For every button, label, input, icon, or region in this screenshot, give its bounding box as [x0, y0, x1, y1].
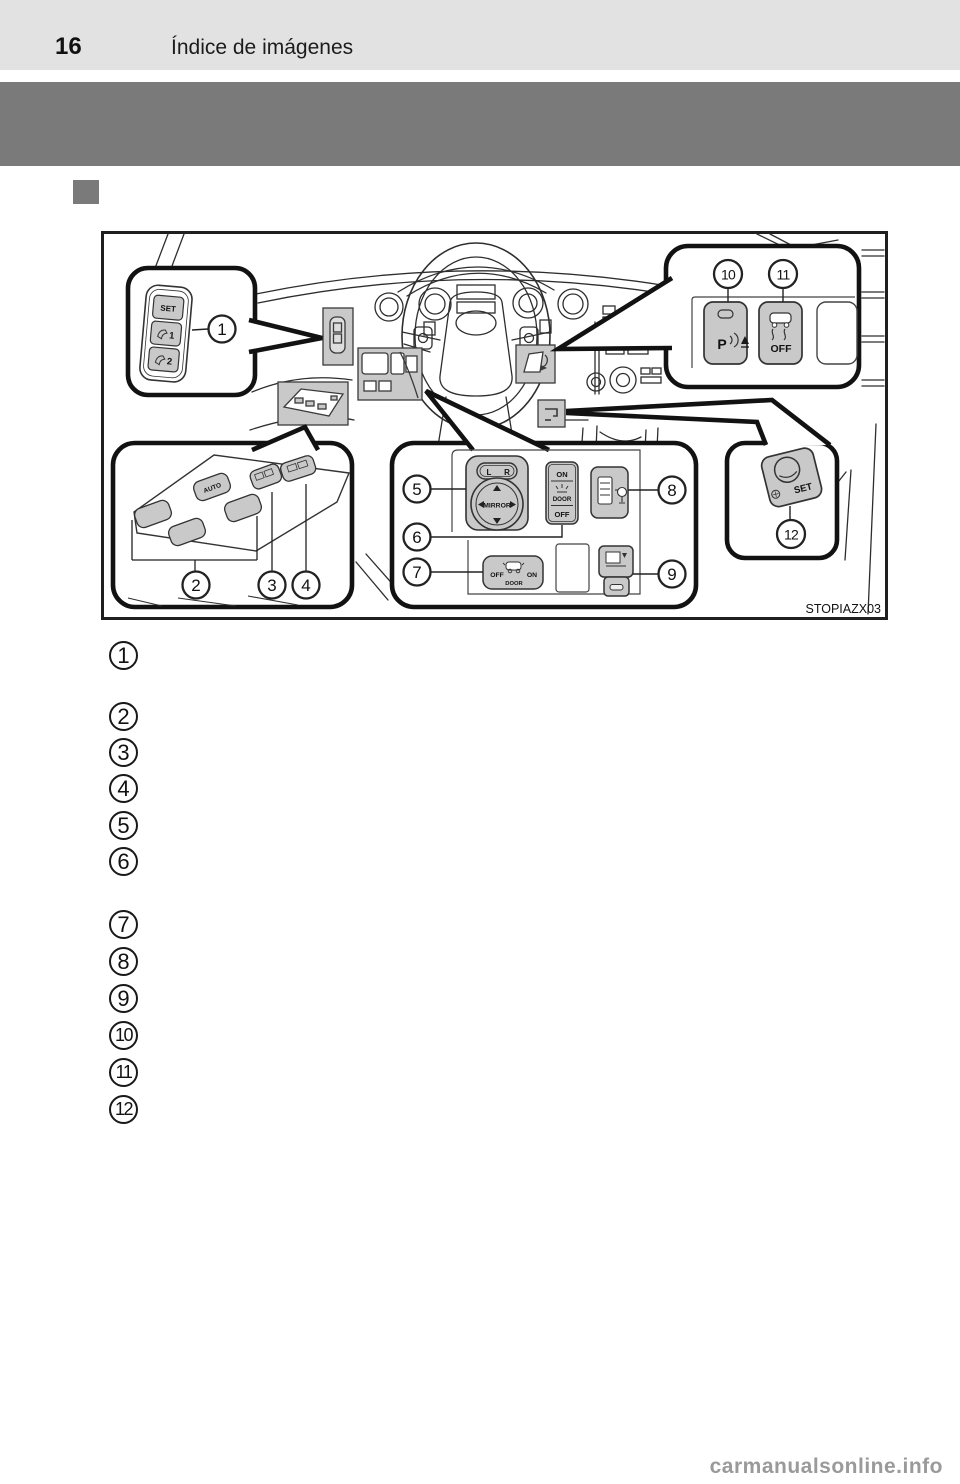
- svg-text:8: 8: [667, 481, 676, 500]
- callout-circle-12: [775, 518, 807, 550]
- power-back-window-switch: [598, 545, 634, 597]
- svg-text:SET: SET: [793, 481, 814, 496]
- seat-memory-set-button: [152, 294, 185, 321]
- hook-switch-box: [537, 399, 566, 428]
- legend-item-3: 3: [109, 738, 138, 767]
- svg-text:11: 11: [777, 267, 791, 283]
- sonar-vsc-panel: P OFF 10 11: [691, 258, 858, 368]
- dashboard-diagram-svg: SET 1 2 1 AUTO: [101, 231, 888, 620]
- svg-text:9: 9: [667, 565, 676, 584]
- callout-circle-4: [291, 570, 321, 600]
- watermark: carmanualsonline.info: [709, 1455, 943, 1478]
- svg-text:SET: SET: [160, 304, 176, 314]
- callout-circle-2: [181, 570, 211, 600]
- callout-circle-10: [712, 258, 744, 290]
- legend-number: 5: [117, 812, 130, 838]
- svg-text:1: 1: [169, 330, 176, 341]
- parking-sonar-button: P: [703, 301, 749, 365]
- svg-text:3: 3: [267, 576, 276, 595]
- svg-text:12: 12: [784, 527, 799, 543]
- power-window-lock-switch: [590, 466, 629, 519]
- legend-item-11: 11: [109, 1058, 138, 1087]
- legend-item-9: 9: [109, 984, 138, 1013]
- svg-text:ON: ON: [556, 470, 567, 479]
- svg-text:10: 10: [721, 267, 736, 283]
- legend-item-5: 5: [109, 811, 138, 840]
- legend-number: 1: [117, 642, 130, 668]
- svg-text:DOOR: DOOR: [553, 496, 572, 503]
- steering-set-panel: SET 12: [760, 447, 823, 550]
- balloon-center-switches: [389, 440, 699, 610]
- svg-text:ON: ON: [527, 572, 537, 579]
- callout-circle-9: [657, 559, 687, 589]
- callout-circle-3: [257, 570, 287, 600]
- dome-light-switch: OFF ON DOOR: [482, 555, 544, 590]
- dashboard-diagram: SET 1 2 1 AUTO: [101, 231, 888, 620]
- window-master-switch: AUTO 2 3 4: [127, 454, 350, 607]
- callout-circle-11: [767, 258, 799, 290]
- svg-text:OFF: OFF: [771, 343, 793, 355]
- instrument-panel-switch-box: [357, 347, 423, 401]
- center-switch-panel: L R MIRROR ON DOOR OFF: [402, 449, 687, 597]
- callout-circle-6: [402, 522, 432, 552]
- headlight-switch: ON DOOR OFF: [545, 461, 579, 525]
- svg-text:2: 2: [166, 356, 172, 367]
- door-lock-switch-box: [322, 307, 354, 366]
- svg-text:7: 7: [412, 563, 421, 582]
- legend-item-8: 8: [109, 947, 138, 976]
- page-title: Índice de imágenes: [171, 36, 354, 59]
- legend-number: 12: [114, 1099, 134, 1119]
- legend-number: 3: [117, 739, 130, 765]
- legend-number: 2: [117, 703, 130, 729]
- legend-item-12: 12: [109, 1095, 138, 1124]
- blank-button-slot: [816, 301, 858, 365]
- svg-text:DOOR: DOOR: [505, 581, 523, 587]
- legend-number: 6: [117, 848, 130, 874]
- legend-item-1: 1: [109, 641, 138, 670]
- seat-memory-switch: SET 1 2 1: [139, 284, 237, 383]
- window-switch-box: [277, 381, 349, 426]
- legend-number: 8: [117, 948, 130, 974]
- legend-item-4: 4: [109, 774, 138, 803]
- legend-item-7: 7: [109, 910, 138, 939]
- svg-text:L: L: [487, 468, 492, 477]
- legend-item-10: 10: [109, 1021, 138, 1050]
- balloon-pointers: [248, 276, 832, 453]
- callout-circle-8: [657, 475, 687, 505]
- figure-code: STOPIAZX03: [806, 602, 882, 616]
- legend-number: 10: [114, 1025, 134, 1045]
- highlight-boxes: [277, 307, 566, 428]
- page-number: 16: [55, 33, 82, 60]
- svg-text:P: P: [717, 336, 726, 352]
- svg-text:OFF: OFF: [490, 572, 504, 579]
- legend-number: 9: [117, 985, 130, 1011]
- legend-item-6: 6: [109, 847, 138, 876]
- legend-number: 11: [115, 1062, 133, 1082]
- legend-number: 4: [117, 775, 130, 801]
- callout-circle-5: [402, 474, 432, 504]
- svg-text:5: 5: [412, 480, 421, 499]
- callout-circle-1: [207, 314, 237, 344]
- window-lock-switch: [249, 463, 283, 490]
- mirror-fold-switch-box: [515, 344, 556, 384]
- svg-text:R: R: [504, 468, 510, 477]
- svg-text:6: 6: [412, 528, 421, 547]
- svg-text:4: 4: [301, 576, 310, 595]
- door-lock-master-switch: [279, 455, 317, 482]
- callout-circle-7: [402, 557, 432, 587]
- svg-text:MIRROR: MIRROR: [483, 503, 511, 510]
- legend-number: 7: [117, 911, 130, 937]
- legend-item-2: 2: [109, 702, 138, 731]
- blank-switch-slot: [555, 543, 590, 593]
- svg-text:2: 2: [191, 576, 200, 595]
- section-marker-square: [73, 180, 99, 204]
- svg-text:1: 1: [217, 320, 226, 339]
- svg-text:OFF: OFF: [555, 510, 570, 519]
- mirror-control-switch: L R MIRROR: [465, 455, 529, 531]
- chapter-divider-band: [0, 82, 960, 166]
- page-header: 16 Índice de imágenes: [0, 0, 960, 70]
- vsc-off-button: OFF: [758, 301, 803, 365]
